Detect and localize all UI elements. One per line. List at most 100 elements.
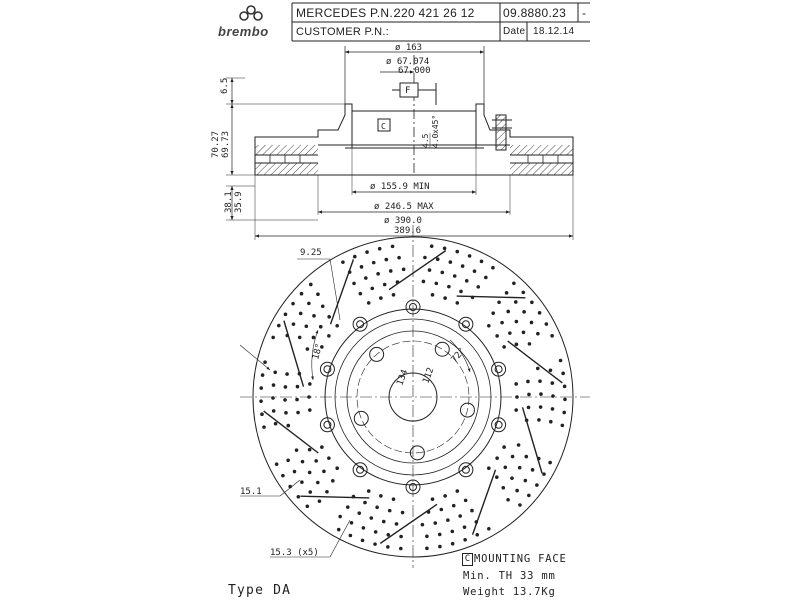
bobbin bbox=[458, 316, 474, 332]
drill-hole bbox=[299, 291, 304, 296]
weight-note: Weight 13.7Kg bbox=[463, 586, 556, 598]
dim-7027: 70.27 bbox=[211, 131, 221, 158]
date-value: 18.12.14 bbox=[533, 26, 575, 37]
drill-hole bbox=[464, 279, 469, 283]
drill-hole bbox=[440, 270, 445, 275]
drill-hole bbox=[371, 260, 376, 265]
drill-hole bbox=[548, 460, 552, 465]
drill-hole bbox=[430, 497, 435, 501]
drill-hole bbox=[320, 304, 325, 309]
drill-hole bbox=[399, 534, 403, 539]
drill-hole bbox=[526, 379, 530, 384]
drill-hole bbox=[467, 254, 472, 258]
drill-hole bbox=[516, 443, 521, 447]
drill-hole bbox=[285, 372, 289, 376]
drill-hole bbox=[320, 345, 324, 349]
drill-hole bbox=[434, 281, 439, 286]
drill-hole bbox=[476, 285, 481, 289]
drill-hole bbox=[463, 498, 468, 503]
bobbin bbox=[458, 462, 474, 478]
drill-hole bbox=[527, 392, 531, 397]
friction-ring-hatch-left-bottom bbox=[255, 163, 318, 175]
drill-hole bbox=[535, 483, 539, 487]
drill-hole bbox=[308, 408, 312, 412]
part-suffix: - bbox=[582, 6, 587, 20]
bobbin bbox=[405, 479, 421, 495]
drill-hole bbox=[487, 526, 491, 531]
drill-hole bbox=[538, 379, 542, 383]
drill-hole bbox=[446, 518, 450, 522]
dim-d3896: 389.6 bbox=[394, 226, 421, 236]
floating-bobbins bbox=[319, 299, 507, 495]
drill-hole bbox=[503, 465, 508, 470]
drill-hole bbox=[562, 410, 567, 415]
drill-hole bbox=[510, 454, 515, 459]
drill-hole bbox=[514, 408, 518, 412]
customer-pn-label: CUSTOMER P.N.: bbox=[296, 26, 390, 38]
drill-hole bbox=[420, 522, 425, 527]
drill-hole bbox=[427, 268, 432, 272]
drill-hole bbox=[443, 494, 447, 498]
brembo-logo-icon bbox=[239, 5, 263, 21]
section-dimension-labels: ø 163 ø 67.074 67.000 F C 6.5 70.27 69.7… bbox=[211, 43, 440, 236]
bobbin bbox=[319, 417, 335, 433]
drill-hole bbox=[497, 300, 501, 305]
drill-hole bbox=[336, 527, 341, 532]
drill-hole bbox=[348, 533, 353, 538]
drill-hole bbox=[523, 478, 528, 483]
drill-hole bbox=[527, 342, 532, 346]
drill-hole bbox=[359, 265, 364, 269]
drill-hole bbox=[500, 320, 504, 325]
drill-hole bbox=[384, 257, 389, 262]
drill-hole bbox=[335, 324, 339, 328]
drill-hole bbox=[536, 331, 540, 336]
drill-hole bbox=[345, 505, 350, 509]
drill-hole bbox=[506, 497, 510, 502]
drill-hole bbox=[305, 347, 310, 351]
drill-hole bbox=[305, 504, 310, 509]
bobbin bbox=[352, 316, 368, 332]
drill-hole bbox=[551, 394, 555, 398]
drill-hole bbox=[295, 397, 299, 402]
drill-hole bbox=[322, 469, 326, 474]
bolt-pcd bbox=[356, 340, 470, 454]
drill-hole bbox=[506, 309, 511, 314]
drill-hole bbox=[459, 289, 463, 294]
drill-hole bbox=[373, 530, 378, 534]
date-label: Date bbox=[503, 26, 526, 37]
drill-hole bbox=[315, 480, 320, 485]
drill-hole bbox=[273, 421, 278, 426]
drill-hole bbox=[271, 396, 275, 400]
drill-hole bbox=[388, 269, 393, 273]
drill-hole bbox=[271, 409, 276, 413]
drill-hole bbox=[400, 510, 405, 515]
dim-d67074: ø 67.074 bbox=[386, 57, 429, 67]
friction-ring-hatch-left-top bbox=[255, 145, 318, 155]
slot bbox=[329, 259, 355, 325]
drill-hole bbox=[307, 301, 311, 306]
drill-hole bbox=[271, 335, 275, 340]
slot bbox=[507, 340, 563, 384]
drill-hole bbox=[291, 322, 296, 326]
drill-hole bbox=[548, 368, 553, 373]
drill-hole bbox=[379, 296, 383, 300]
dim-6973: 69.73 bbox=[221, 131, 231, 158]
drill-hole bbox=[381, 519, 386, 524]
drill-hole bbox=[421, 279, 426, 284]
drill-hole bbox=[558, 358, 563, 363]
drill-hole bbox=[455, 489, 460, 493]
dim-d1559: ø 155.9 MIN bbox=[370, 182, 430, 192]
drill-hole bbox=[563, 397, 567, 402]
drill-hole bbox=[539, 392, 543, 396]
drill-hole bbox=[366, 301, 371, 305]
bobbin bbox=[491, 417, 507, 433]
drill-hole bbox=[377, 246, 382, 251]
drill-hole bbox=[470, 508, 474, 513]
drill-hole bbox=[291, 301, 295, 306]
drill-hole bbox=[401, 267, 406, 272]
dim-40: 4.0 bbox=[431, 133, 440, 148]
drill-hole bbox=[522, 310, 526, 314]
drill-hole bbox=[263, 360, 267, 365]
dim-chamfer: x45° bbox=[431, 115, 440, 134]
slot bbox=[456, 295, 526, 299]
